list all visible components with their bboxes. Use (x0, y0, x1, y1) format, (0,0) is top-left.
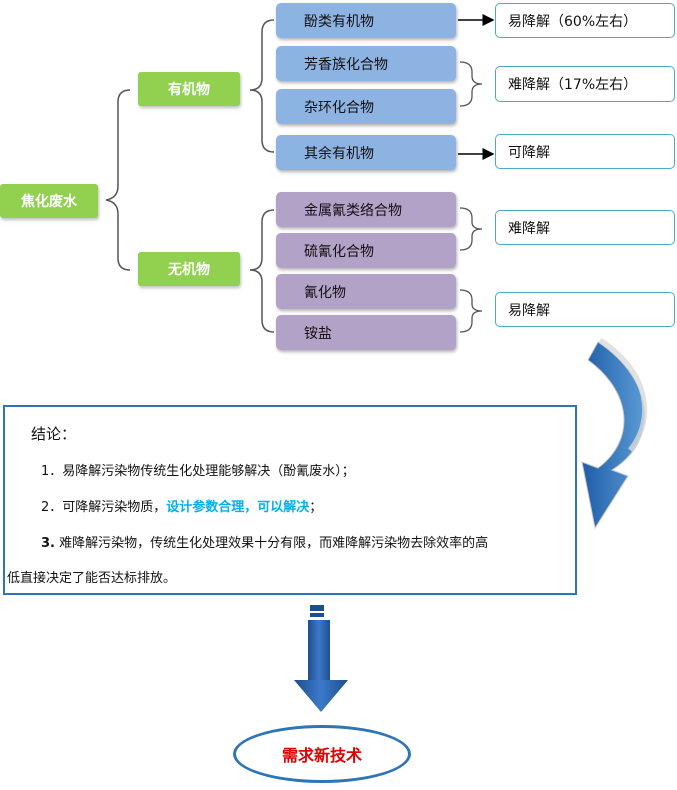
goal-label: 需求新技术 (281, 746, 362, 765)
brace-metal (459, 207, 483, 251)
inorganic-item-label: 氰化物 (304, 284, 346, 301)
result-label: 难降解 (508, 220, 550, 237)
inorganic-item-cyanide: 氰化物 (276, 274, 456, 309)
inorganic-item-metal-cyanide: 金属氰类络合物 (276, 192, 456, 227)
root-label: 焦化废水 (21, 194, 77, 210)
conclusion-line-1: 1．易降解污染物传统生化处理能够解决（酚氰废水）； (41, 464, 355, 479)
root-brace (105, 89, 131, 271)
organic-item-label: 酚类有机物 (304, 13, 374, 30)
organic-item-phenol: 酚类有机物 (276, 3, 456, 38)
inorganic-item-label: 金属氰类络合物 (304, 202, 402, 219)
result-label: 易降解 (508, 302, 550, 319)
organic-item-other: 其余有机物 (276, 135, 456, 170)
inorganic-brace (249, 209, 275, 333)
result-aromatic-hetero: 难降解（17%左右） (495, 66, 675, 102)
result-label: 难降解（17%左右） (508, 77, 638, 93)
organic-brace (249, 19, 275, 153)
conclusion-line-2-suffix: ； (309, 500, 323, 515)
brace-aromatic (459, 61, 483, 107)
inorganic-item-label: 硫氰化合物 (304, 243, 374, 260)
conclusion-line-3-num: 3. (41, 536, 55, 551)
organic-node: 有机物 (138, 72, 240, 106)
inorganic-label: 无机物 (168, 262, 210, 278)
result-phenol: 易降解（60%左右） (495, 3, 675, 38)
organic-label: 有机物 (168, 82, 210, 98)
inorganic-item-ammonium: 铵盐 (276, 315, 456, 350)
result-metal-thiocyanate: 难降解 (495, 210, 675, 245)
inorganic-node: 无机物 (138, 252, 240, 286)
brace-cyanide (459, 289, 483, 333)
organic-item-heterocyclic: 杂环化合物 (276, 89, 456, 124)
result-label: 易降解（60%左右） (508, 13, 638, 30)
conclusion-line-4: 低直接决定了能否达标排放。 (7, 571, 177, 586)
goal-ellipse: 需求新技术 (233, 725, 411, 783)
conclusion-line-3: 3. 难降解污染物，传统生化处理效果十分有限，而难降解污染物去除效率的高 (41, 532, 488, 551)
organic-item-label: 杂环化合物 (304, 99, 374, 116)
conclusion-line-2-prefix: 2．可降解污染物质， (41, 500, 167, 515)
organic-item-aromatic: 芳香族化合物 (276, 46, 456, 81)
conclusion-line-2: 2．可降解污染物质，设计参数合理，可以解决； (41, 496, 322, 515)
result-other-organic: 可降解 (495, 134, 675, 169)
inorganic-item-thiocyanate: 硫氰化合物 (276, 233, 456, 268)
organic-item-label: 芳香族化合物 (304, 56, 388, 73)
conclusion-panel: 结论： 1．易降解污染物传统生化处理能够解决（酚氰废水）； 2．可降解污染物质，… (3, 405, 577, 595)
result-label: 可降解 (508, 144, 550, 161)
inorganic-item-label: 铵盐 (304, 325, 332, 342)
curved-arrow (581, 341, 646, 530)
result-cyanide-ammonium: 易降解 (495, 292, 675, 327)
down-arrow (294, 605, 348, 712)
conclusion-title: 结论： (31, 425, 77, 443)
organic-item-label: 其余有机物 (304, 145, 374, 162)
conclusion-line-3-text: 难降解污染物，传统生化处理效果十分有限，而难降解污染物去除效率的高 (54, 536, 489, 551)
root-node: 焦化废水 (0, 184, 98, 218)
conclusion-line-2-highlight: 设计参数合理，可以解决 (166, 500, 310, 515)
